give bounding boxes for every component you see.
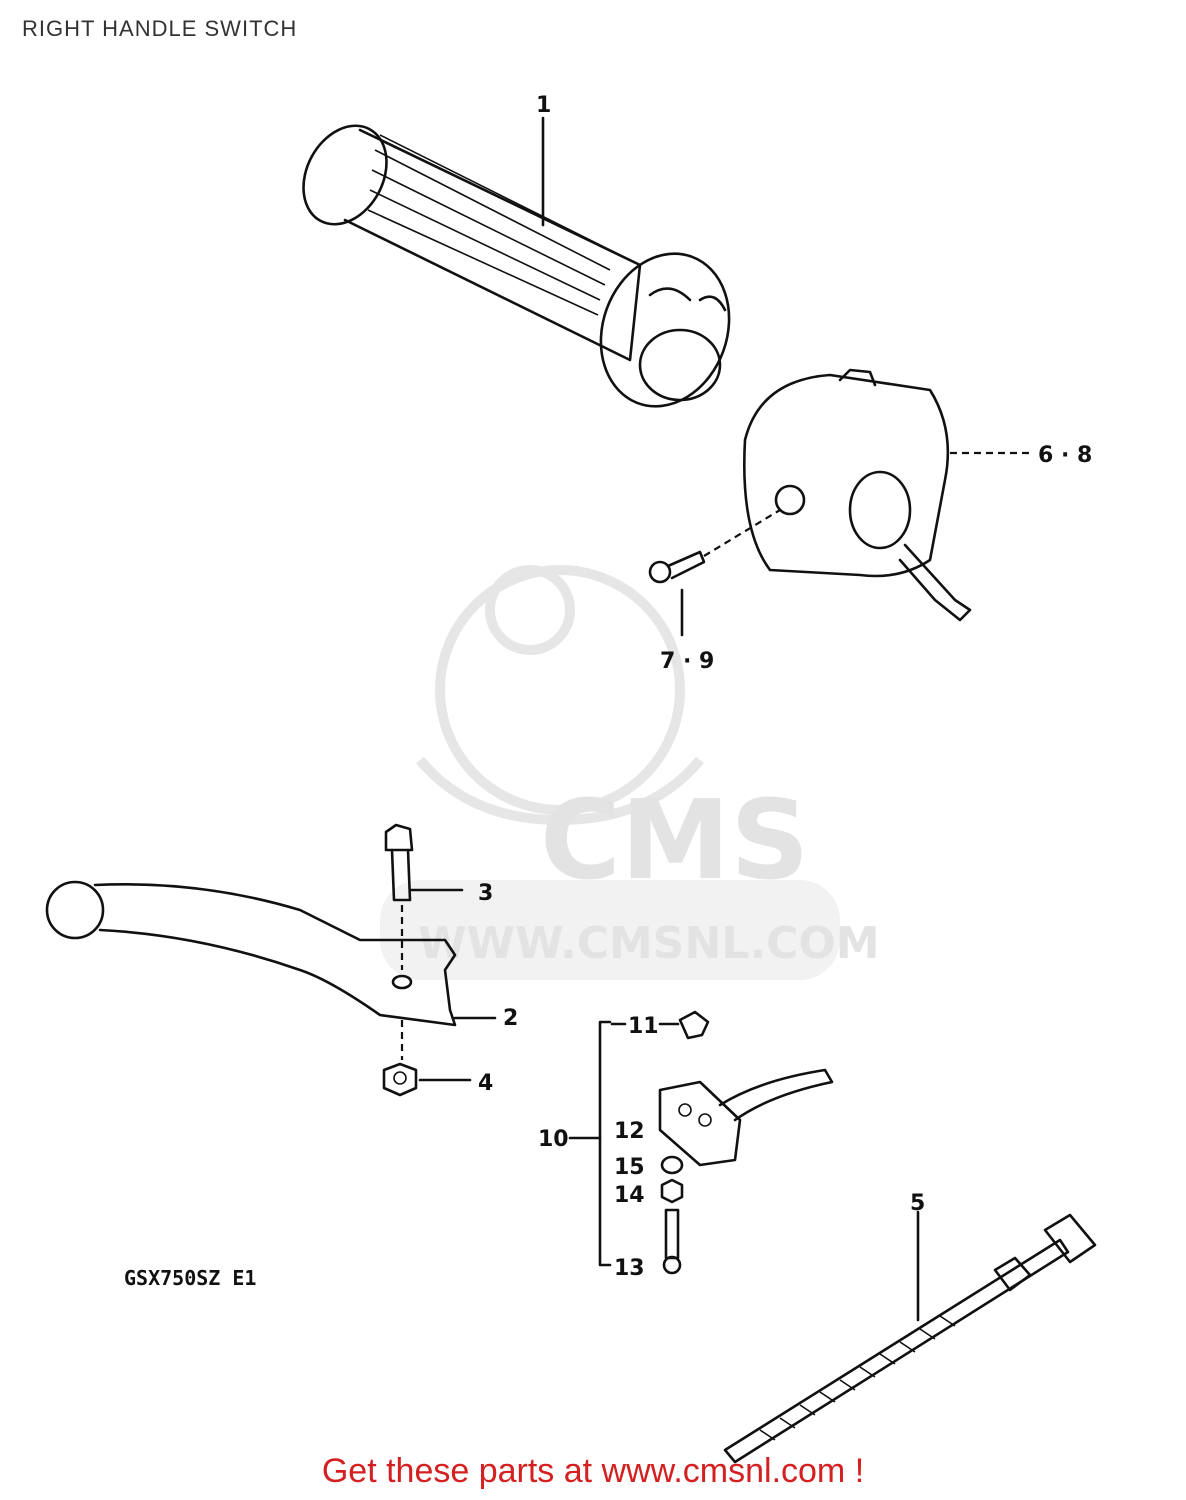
callout-7-9: 7 · 9 [660, 649, 714, 674]
page-title: RIGHT HANDLE SWITCH [22, 16, 298, 41]
part-throttle-grip [302, 124, 731, 408]
model-code: GSX750SZ E1 [124, 1266, 256, 1290]
watermark-mascot-goggle [485, 565, 575, 655]
part-nut [382, 1062, 418, 1097]
watermark: CMS WWW.CMSNL.COM [380, 565, 880, 980]
callout-11: 11 [628, 1014, 659, 1039]
footer-link[interactable]: Get these parts at www.cmsnl.com ! [321, 1452, 865, 1490]
callout-2: 2 [503, 1006, 518, 1031]
part-cable-tie [723, 1210, 1097, 1464]
callout-3: 3 [478, 881, 493, 906]
watermark-mascot-body [416, 756, 704, 826]
part-switch-housing [743, 368, 972, 622]
part-12 [658, 1080, 742, 1167]
part-13 [664, 1208, 680, 1260]
callout-10: 10 [538, 1127, 569, 1152]
watermark-brand: CMS [540, 776, 809, 904]
callout-13: 13 [614, 1256, 645, 1281]
callout-12: 12 [614, 1119, 645, 1144]
watermark-mascot-head [435, 565, 685, 815]
callout-14: 14 [614, 1183, 645, 1208]
watermark-banner [380, 880, 840, 980]
callout-15: 15 [614, 1155, 645, 1180]
part-switch-assembly-10 [568, 1010, 834, 1275]
callout-1: 1 [536, 93, 551, 118]
callout-6-8: 6 · 8 [1038, 443, 1092, 468]
part-14 [660, 1178, 684, 1204]
part-pivot-bolt [384, 823, 414, 1060]
watermark-url: WWW.CMSNL.COM [418, 918, 880, 969]
leader-lines [408, 116, 1030, 1082]
part-screw-7-9 [648, 509, 781, 637]
part-15 [660, 1155, 684, 1175]
callout-4: 4 [478, 1071, 493, 1096]
part-brake-lever [45, 880, 457, 1027]
part-11 [678, 1010, 710, 1040]
callout-5: 5 [910, 1191, 925, 1216]
